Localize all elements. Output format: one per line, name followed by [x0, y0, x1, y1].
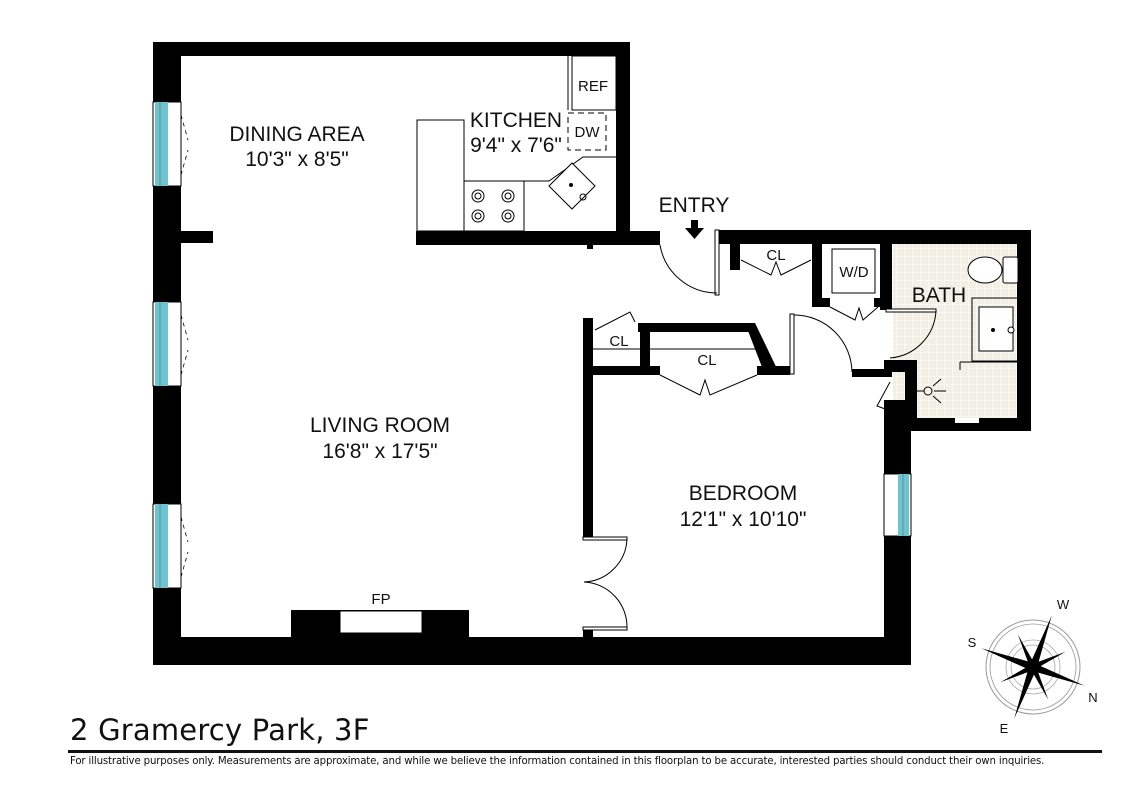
- kitchen-fixtures: [416, 55, 617, 232]
- kitchen-sink-icon: [548, 162, 596, 210]
- wd-label: W/D: [839, 264, 868, 281]
- window-bedroom: [883, 473, 912, 537]
- bath-door: [885, 308, 937, 359]
- bedroom-door: [789, 313, 853, 375]
- shower-head-icon: [917, 378, 946, 404]
- dining-area-name: DINING AREA: [229, 123, 364, 146]
- vanity: [971, 297, 1019, 362]
- closet-entry-label: CL: [766, 247, 785, 264]
- linen-door: [876, 381, 891, 411]
- doors: [582, 229, 937, 631]
- closet-bed-small-label: CL: [609, 333, 628, 350]
- bath-sink-icon: [978, 306, 1015, 352]
- compass-n: N: [1088, 690, 1097, 705]
- compass-w: W: [1057, 597, 1070, 612]
- compass-e: E: [1000, 721, 1009, 736]
- dining-area-dims: 10'3" x 8'5": [245, 148, 349, 171]
- bedroom-name: BEDROOM: [689, 482, 798, 505]
- entry-door: [659, 229, 720, 296]
- listing-title: 2 Gramercy Park, 3F: [70, 713, 370, 747]
- toilet-icon: [967, 256, 1019, 284]
- stove-icon: [471, 189, 515, 223]
- fireplace-label: FP: [371, 591, 390, 608]
- entry-arrow-icon: [685, 220, 704, 239]
- kitchen-dims: 9'4" x 7'6": [470, 134, 562, 157]
- footer-divider: [68, 750, 1102, 753]
- window-living-2: [152, 503, 189, 589]
- washer-dryer: [831, 248, 876, 294]
- living-room-dims: 16'8" x 17'5": [322, 440, 437, 463]
- disclaimer-text: For illustrative purposes only. Measurem…: [70, 756, 1045, 767]
- entry-label: ENTRY: [659, 194, 730, 217]
- window-dining: [152, 101, 189, 187]
- ref-label: REF: [578, 78, 608, 95]
- bath-name: BATH: [912, 284, 966, 307]
- living-bedroom-double-door: [582, 536, 628, 631]
- kitchen-name: KITCHEN: [470, 109, 562, 132]
- bedroom-dims: 12'1" x 10'10": [680, 508, 807, 531]
- dw-label: DW: [575, 124, 601, 141]
- living-room-name: LIVING ROOM: [310, 414, 450, 437]
- compass-rose-icon: W S N E: [968, 597, 1098, 736]
- closet-bed-large-label: CL: [697, 352, 716, 369]
- windows: [152, 101, 912, 589]
- fireplace-opening: [339, 610, 423, 634]
- closet-doors: [593, 259, 879, 396]
- bath-fixtures: [917, 256, 1019, 423]
- compass-s: S: [968, 635, 977, 650]
- window-living-1: [152, 301, 189, 387]
